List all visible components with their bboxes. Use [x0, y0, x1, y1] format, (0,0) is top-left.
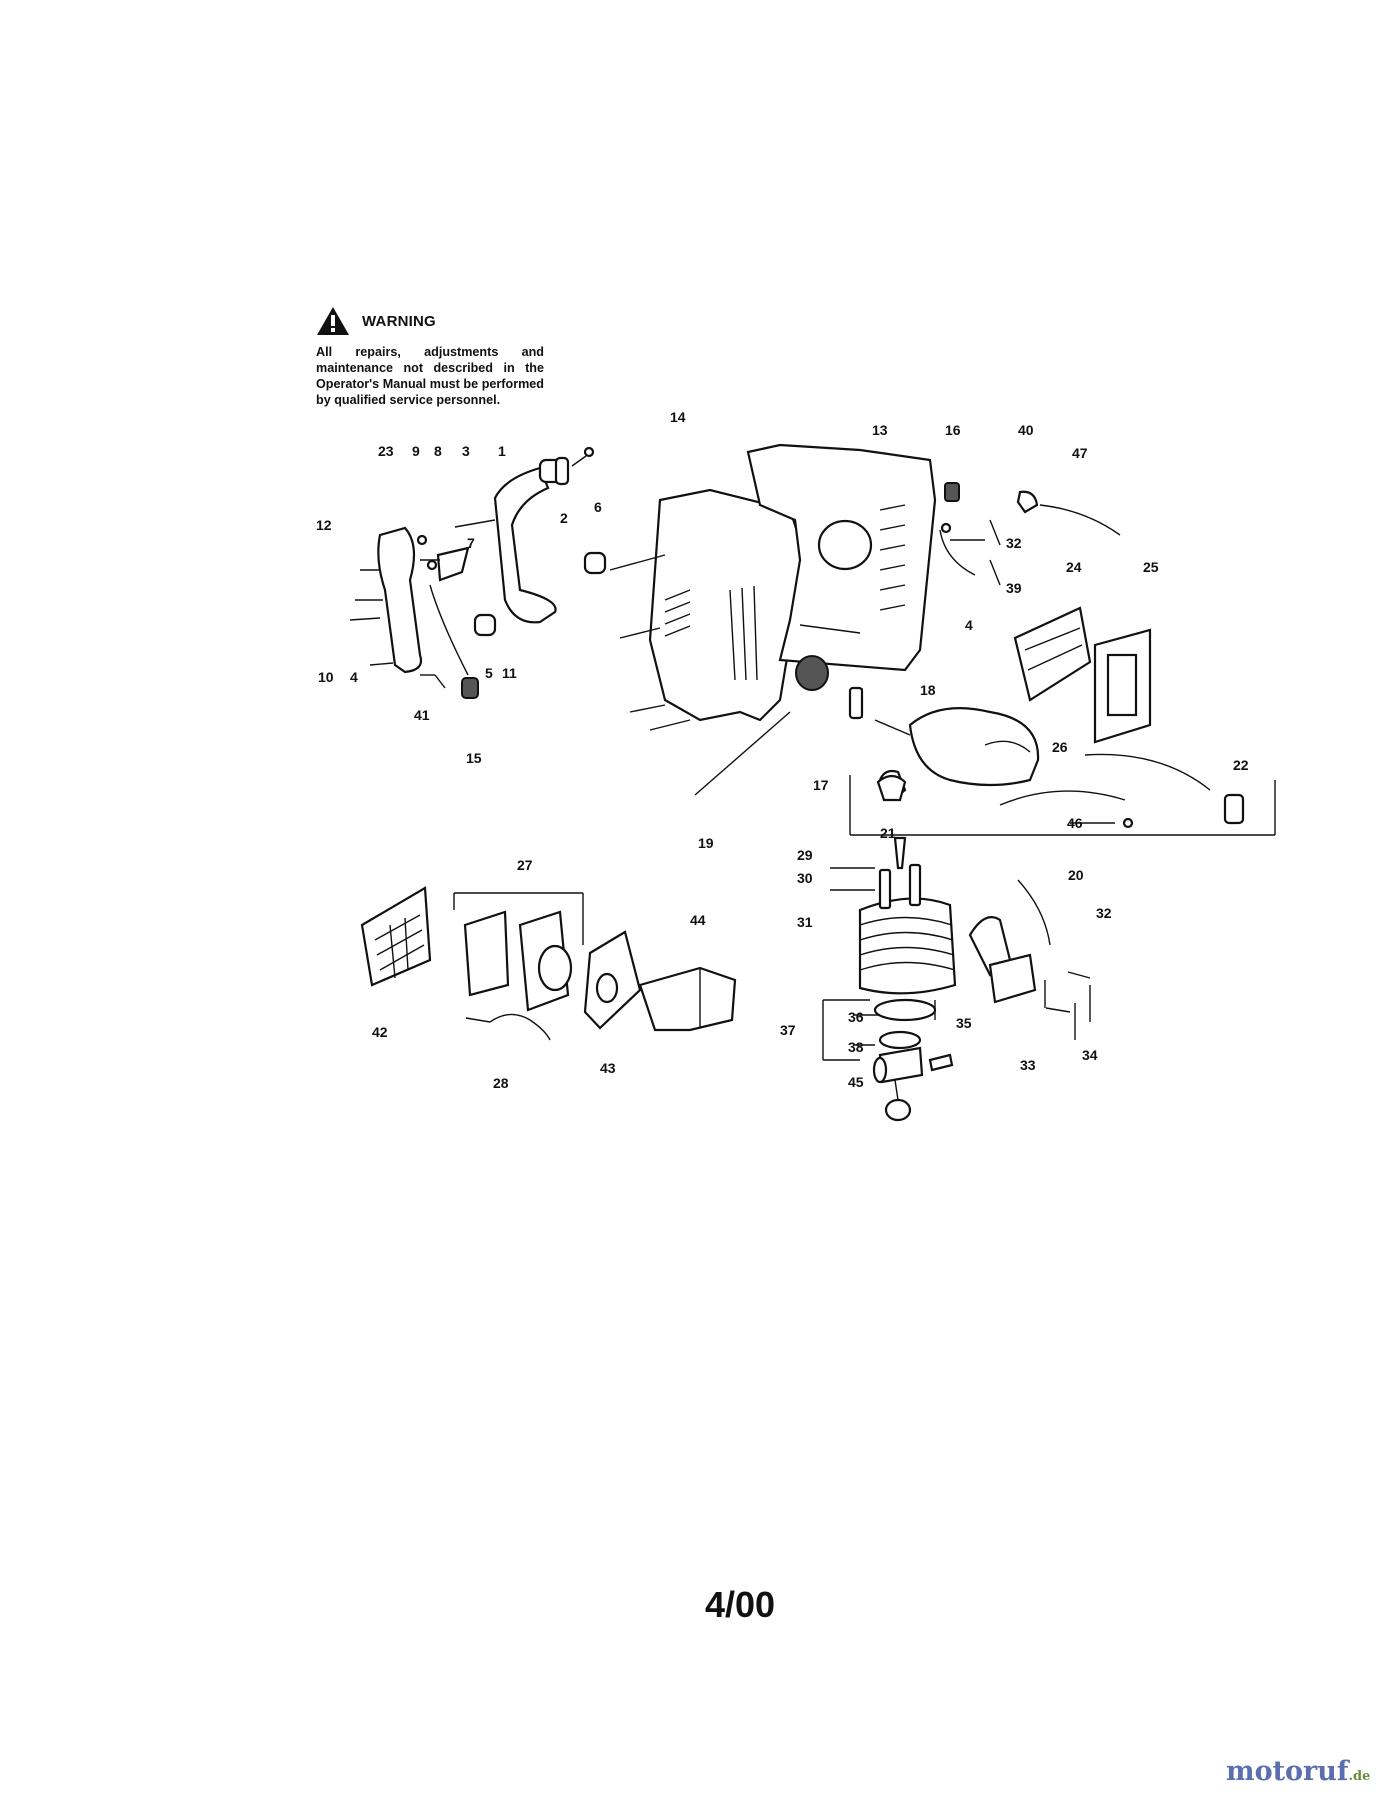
footer-code: 4/00	[704, 1584, 776, 1625]
callout-9: 9	[412, 443, 420, 459]
callout-41: 41	[414, 707, 430, 723]
part-spark-plug-boot	[939, 482, 1121, 576]
callout-44: 44	[690, 912, 706, 928]
callout-20: 20	[1068, 867, 1084, 883]
callout-4: 4	[350, 669, 358, 685]
callout-21: 21	[880, 825, 896, 841]
callout-32: 32	[1006, 535, 1022, 551]
callout-43: 43	[600, 1060, 616, 1076]
callout-31: 31	[797, 914, 813, 930]
callout-36: 36	[848, 1009, 864, 1025]
watermark: motoruf.de	[1226, 1756, 1370, 1787]
callout-6: 6	[594, 499, 602, 515]
callout-7: 7	[467, 535, 475, 551]
callout-13: 13	[872, 422, 888, 438]
callout-35: 35	[956, 1015, 972, 1031]
part-handle-left	[349, 526, 423, 674]
callout-5: 5	[485, 665, 493, 681]
callout-17: 17	[813, 777, 829, 793]
callout-45: 45	[848, 1074, 864, 1090]
watermark-main: motoruf	[1226, 1756, 1349, 1787]
callout-25: 25	[1143, 559, 1159, 575]
watermark-suffix: .de	[1348, 1769, 1371, 1784]
callout-34: 34	[1082, 1047, 1098, 1063]
callout-15: 15	[466, 750, 482, 766]
callout-22: 22	[1233, 757, 1249, 773]
part-handle-right	[454, 446, 607, 637]
callout-38: 38	[848, 1039, 864, 1055]
callout-47: 47	[1072, 445, 1088, 461]
part-ignition-coil	[968, 879, 1091, 1013]
callout-labels: 1 2 3 4 4 5 6 7 8 9 10 11 12 13 14 15 16…	[316, 409, 1249, 1091]
callout-26: 26	[1052, 739, 1068, 755]
callout-32b: 32	[1096, 905, 1112, 921]
part-throttle-trigger	[416, 534, 479, 699]
part-carburetor-cover	[360, 886, 432, 987]
callout-3: 3	[462, 443, 470, 459]
part-engine-housing	[609, 443, 937, 796]
callout-8: 8	[434, 443, 442, 459]
callout-brackets	[420, 519, 1091, 1061]
callout-28: 28	[493, 1075, 509, 1091]
callout-39: 39	[1006, 580, 1022, 596]
callout-10: 10	[318, 669, 334, 685]
part-carburetor	[453, 892, 737, 1041]
callout-14: 14	[670, 409, 686, 425]
callout-27: 27	[517, 857, 533, 873]
callout-12: 12	[316, 517, 332, 533]
part-fuel-lines	[849, 753, 1276, 836]
warning-text: All repairs, adjustments and maintenance…	[316, 345, 544, 407]
part-air-filter-housing	[1013, 606, 1152, 744]
warning-notice: WARNING All repairs, adjustments and mai…	[316, 306, 544, 408]
callout-2: 2	[560, 510, 568, 526]
callout-23: 23	[378, 443, 394, 459]
callout-33: 33	[1020, 1057, 1036, 1073]
callout-19: 19	[698, 835, 714, 851]
callout-29: 29	[797, 847, 813, 863]
warning-triangle-icon	[317, 307, 349, 335]
callout-24: 24	[1066, 559, 1082, 575]
part-cylinder	[830, 836, 957, 1122]
callout-18: 18	[920, 682, 936, 698]
callout-37: 37	[780, 1022, 796, 1038]
callout-1: 1	[498, 443, 506, 459]
callout-11: 11	[502, 665, 517, 681]
callout-30: 30	[797, 870, 813, 886]
callout-42: 42	[372, 1024, 388, 1040]
warning-title: WARNING	[362, 312, 436, 330]
callout-4b: 4	[965, 617, 973, 633]
callout-40: 40	[1018, 422, 1034, 438]
callout-16: 16	[945, 422, 961, 438]
callout-46: 46	[1067, 815, 1083, 831]
